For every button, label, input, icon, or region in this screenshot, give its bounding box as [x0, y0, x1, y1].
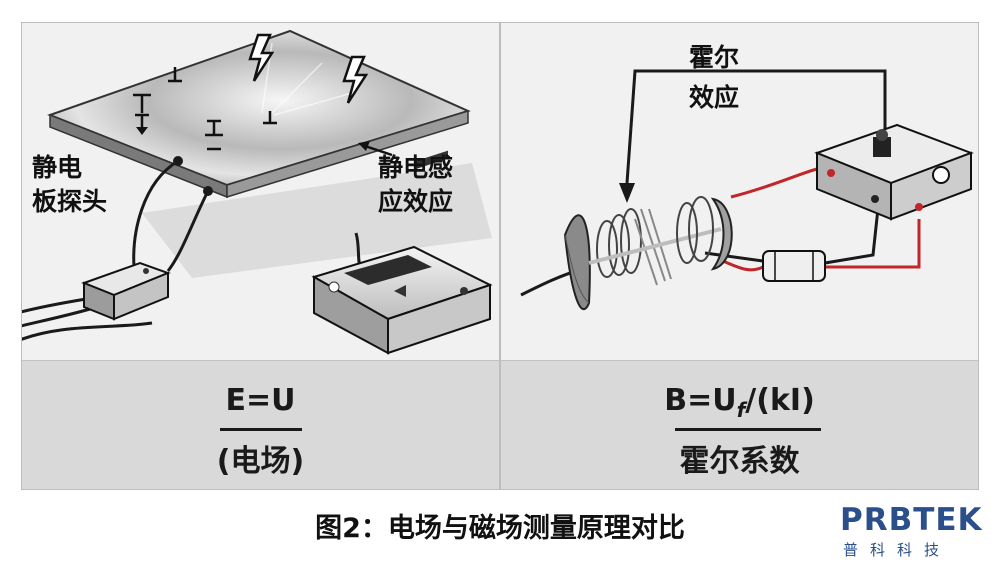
fraction-rule — [675, 428, 821, 431]
figure-caption: 图2：电场与磁场测量原理对比 — [315, 513, 685, 544]
probe-label: 静电 板探头 — [32, 153, 108, 216]
electric-field-illustration — [22, 29, 493, 355]
electric-formula-numerator: E=U — [225, 383, 296, 418]
logo-wordmark: PRBTEK — [840, 502, 983, 538]
fraction-rule — [220, 428, 302, 431]
probe-junction-box — [81, 261, 171, 321]
magnetic-field-illustration — [520, 69, 974, 311]
electric-field-panel: 静电 板探头 静电感 应效应 E=U (电场) — [21, 22, 500, 490]
lightning-icon — [342, 55, 369, 104]
red-wire — [825, 219, 921, 269]
red-wire — [730, 167, 818, 199]
arrow-down-icon — [619, 183, 635, 203]
magnetic-wave-beam — [563, 196, 733, 311]
magnetic-formula-denominator: 霍尔系数 — [679, 444, 800, 479]
magnetic-formula-numerator: B=Uf/(kI) — [664, 383, 815, 422]
measuring-meter-device — [311, 150, 493, 355]
hall-sensor-block — [814, 123, 974, 221]
probe-cables — [22, 159, 375, 341]
hall-loop-wire — [625, 69, 887, 184]
magnetic-field-panel: 霍尔 效应 B=Uf/(kI) 霍尔系数 — [500, 22, 979, 490]
hall-effect-label: 霍尔 效应 — [689, 43, 740, 112]
electric-formula-denominator: (电场) — [216, 444, 305, 479]
prbtek-logo: PRBTEK 普科科技 — [840, 502, 990, 559]
electrostatic-plate — [47, 29, 471, 199]
logo-subtitle: 普科科技 — [843, 541, 952, 559]
inline-connector — [762, 250, 826, 282]
induction-label: 静电感 应效应 — [378, 153, 454, 216]
magnetic-formula-band: B=Uf/(kI) 霍尔系数 — [501, 360, 978, 489]
electric-formula-band: E=U (电场) — [22, 360, 499, 489]
lightning-icon — [248, 33, 275, 82]
